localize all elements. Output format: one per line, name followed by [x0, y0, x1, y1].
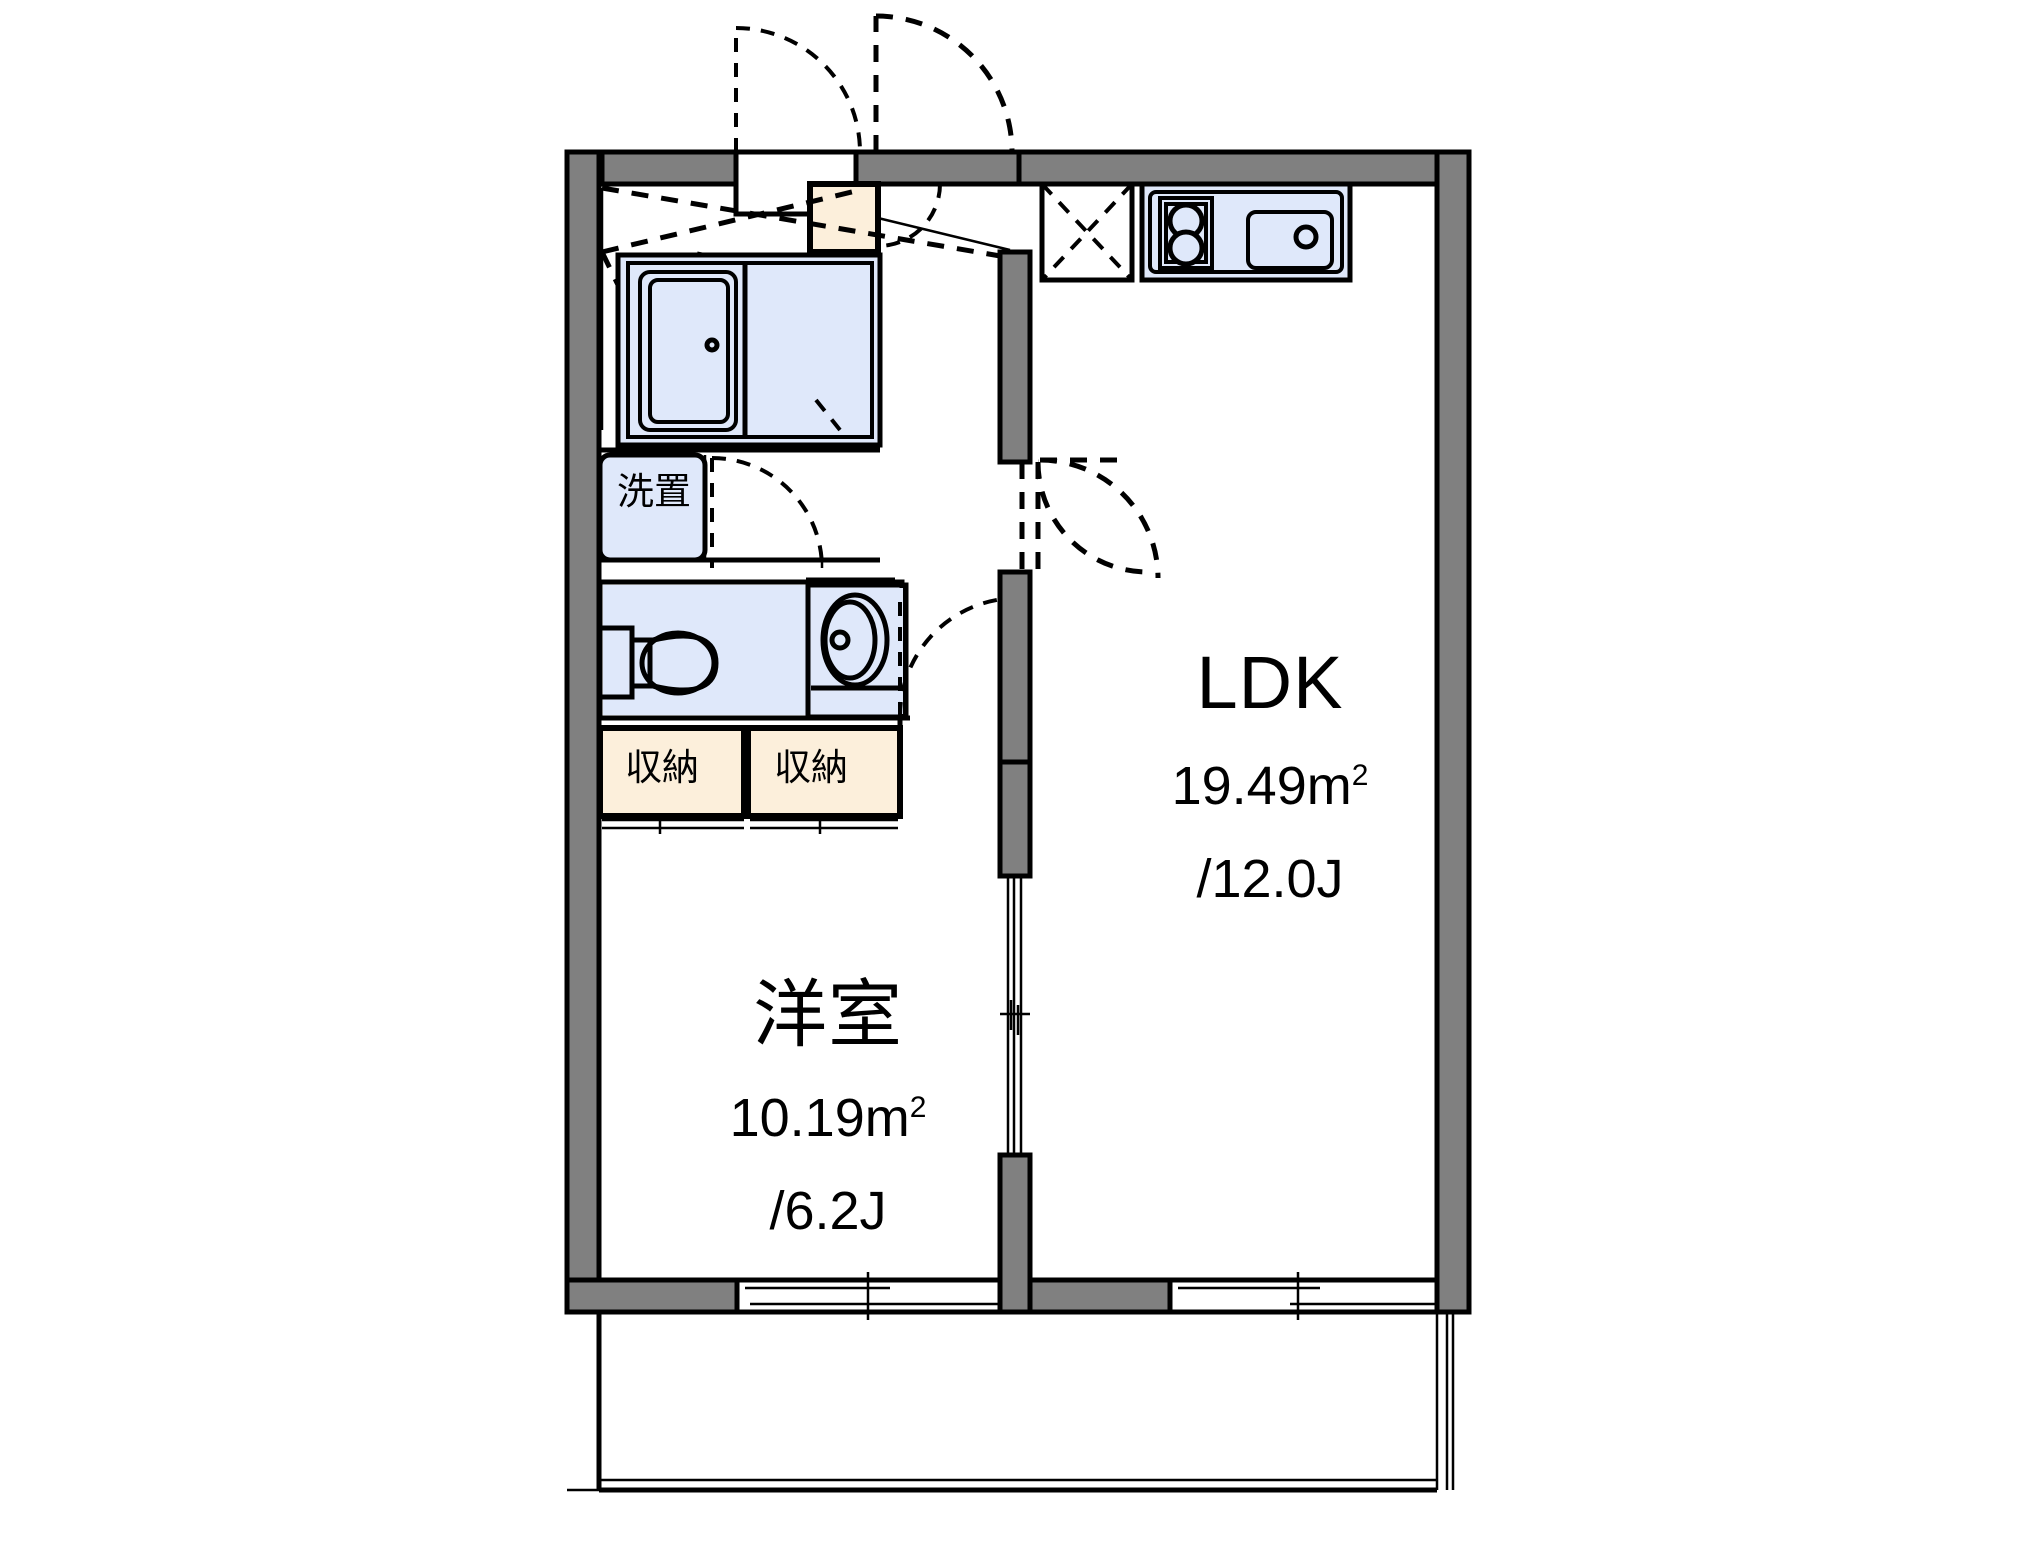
interior-partition-walls: [599, 249, 1033, 765]
ldk-area-superscript: 2: [1351, 758, 1369, 792]
closets: [597, 718, 903, 834]
ldk-room-label-block: LDK 19.49m2 /12.0J: [1090, 608, 1450, 943]
bedroom-room-area: 10.19m2: [729, 1087, 927, 1148]
balcony: [567, 1312, 1455, 1493]
bedroom-room-jo: /6.2J: [769, 1180, 887, 1241]
closet-2-label: 収納: [774, 747, 848, 788]
hall-to-ldk-door: [1000, 457, 1161, 579]
ldk-room-area: 19.49m2: [1171, 755, 1369, 816]
kitchen: [1039, 181, 1353, 283]
closet-1-label: 収納: [625, 747, 699, 788]
washer-area: [597, 447, 880, 569]
ldk-room-name: LDK: [1196, 640, 1344, 724]
bedroom-room-label-block: 洋室 10.19m2 /6.2J: [648, 940, 1008, 1275]
bathroom-unit: [615, 252, 883, 448]
center-partition: [997, 759, 1033, 1315]
bottom-sliding-windows: [737, 1272, 1437, 1320]
washbasin-room: [805, 577, 1019, 720]
washer-space-label: 洗置: [617, 471, 691, 512]
ldk-room-jo: /12.0J: [1196, 848, 1344, 909]
bedroom-room-name: 洋室: [753, 972, 903, 1056]
bedroom-area-superscript: 2: [909, 1090, 927, 1124]
